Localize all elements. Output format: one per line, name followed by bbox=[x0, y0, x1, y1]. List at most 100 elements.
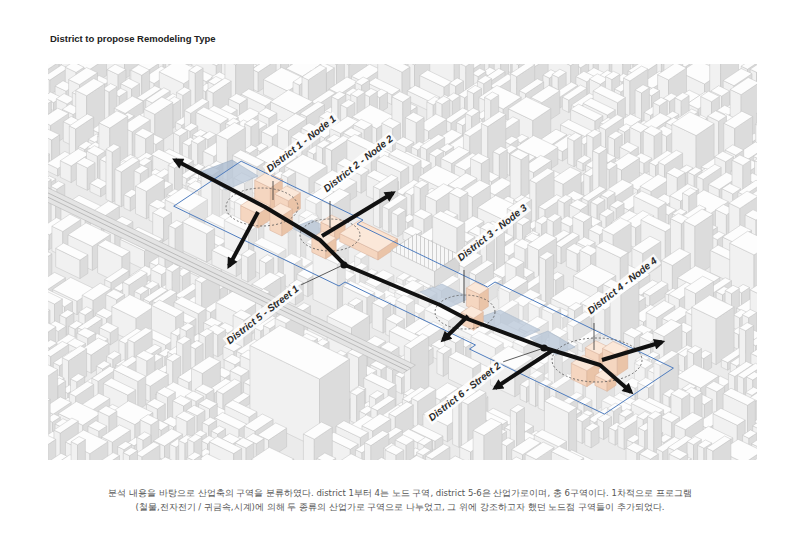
building-roof bbox=[558, 195, 572, 203]
building-roof bbox=[653, 97, 667, 105]
building-roof bbox=[76, 157, 95, 168]
building-roof bbox=[528, 233, 557, 250]
building-roof bbox=[378, 64, 410, 72]
building-roof bbox=[252, 64, 276, 72]
building-roof bbox=[391, 207, 405, 215]
building-roof bbox=[505, 257, 524, 268]
building-roof bbox=[196, 107, 228, 124]
building-roof bbox=[207, 78, 231, 93]
building-roof bbox=[191, 136, 205, 144]
building-roof bbox=[683, 188, 697, 196]
building-roof bbox=[245, 119, 259, 127]
building-roof bbox=[189, 65, 203, 73]
building-roof bbox=[568, 133, 582, 141]
building-roof bbox=[596, 241, 628, 258]
building-roof bbox=[599, 115, 623, 130]
building-roof bbox=[76, 79, 105, 96]
building-roof bbox=[732, 155, 751, 166]
building-roof bbox=[684, 209, 713, 226]
building-roof bbox=[459, 64, 473, 66]
building-roof bbox=[131, 65, 150, 76]
building-roof bbox=[552, 167, 581, 184]
building-roof bbox=[469, 260, 493, 275]
building-roof bbox=[106, 144, 120, 152]
building-roof bbox=[755, 155, 758, 166]
building-roof bbox=[667, 167, 686, 178]
building-roof bbox=[98, 240, 130, 257]
building-roof bbox=[242, 249, 256, 257]
building-roof bbox=[612, 64, 631, 65]
building-roof bbox=[449, 78, 463, 86]
building-roof bbox=[481, 112, 505, 127]
building-wall bbox=[106, 149, 112, 202]
building-roof bbox=[326, 64, 345, 65]
building-roof bbox=[169, 220, 183, 228]
building-roof bbox=[601, 190, 615, 198]
building-roof bbox=[449, 187, 468, 198]
building-roof bbox=[87, 146, 106, 157]
building-roof bbox=[467, 85, 481, 93]
building-roof bbox=[465, 108, 479, 116]
building-roof bbox=[174, 128, 188, 136]
building-roof bbox=[606, 71, 620, 79]
building-roof bbox=[177, 87, 191, 95]
building-roof bbox=[229, 94, 248, 105]
building-roof bbox=[260, 255, 274, 263]
building-roof bbox=[685, 276, 714, 293]
building-roof bbox=[602, 218, 631, 235]
building-roof bbox=[408, 64, 432, 65]
building-roof bbox=[99, 111, 128, 128]
building-roof bbox=[569, 200, 588, 211]
building-roof bbox=[573, 212, 592, 223]
building-roof bbox=[725, 285, 739, 293]
building-roof bbox=[620, 142, 639, 153]
building-roof bbox=[729, 191, 757, 208]
building-roof bbox=[373, 175, 397, 190]
building-roof bbox=[351, 89, 365, 97]
building-roof bbox=[107, 64, 126, 75]
building-wall bbox=[499, 149, 507, 182]
building-roof bbox=[708, 111, 727, 122]
building-roof bbox=[325, 136, 349, 151]
building-roof bbox=[433, 211, 465, 228]
building-roof bbox=[353, 119, 372, 130]
building-roof bbox=[144, 97, 173, 114]
building-roof bbox=[135, 128, 154, 139]
building-roof bbox=[530, 168, 554, 183]
ground bbox=[48, 64, 757, 460]
building-roof bbox=[420, 134, 444, 149]
building-roof bbox=[436, 96, 450, 104]
building-roof bbox=[48, 287, 62, 304]
building-roof bbox=[493, 146, 507, 154]
building-wall bbox=[382, 206, 388, 232]
building-roof bbox=[382, 118, 401, 129]
building-roof bbox=[405, 112, 424, 123]
building-roof bbox=[134, 165, 148, 173]
building-roof bbox=[697, 164, 721, 179]
building-roof bbox=[134, 286, 148, 294]
building-roof bbox=[610, 200, 624, 208]
building-roof bbox=[395, 137, 414, 148]
building-roof bbox=[392, 92, 411, 103]
building-roof bbox=[587, 129, 601, 137]
building-roof bbox=[217, 123, 246, 140]
building-roof bbox=[593, 146, 607, 154]
building-roof bbox=[662, 248, 691, 265]
building-roof bbox=[281, 169, 295, 177]
building-roof bbox=[420, 70, 452, 87]
building-roof bbox=[643, 126, 662, 137]
building-roof bbox=[79, 307, 93, 315]
building-roof bbox=[715, 151, 734, 162]
building-roof bbox=[78, 316, 102, 331]
building-roof bbox=[477, 76, 491, 84]
building-roof bbox=[510, 149, 529, 160]
building-roof bbox=[48, 96, 51, 107]
building-roof bbox=[332, 91, 346, 99]
building-roof bbox=[675, 93, 689, 101]
building-roof bbox=[672, 112, 714, 136]
building-roof bbox=[413, 209, 432, 220]
building-roof bbox=[302, 65, 326, 80]
building-wall bbox=[136, 186, 147, 219]
building-roof bbox=[568, 302, 582, 310]
